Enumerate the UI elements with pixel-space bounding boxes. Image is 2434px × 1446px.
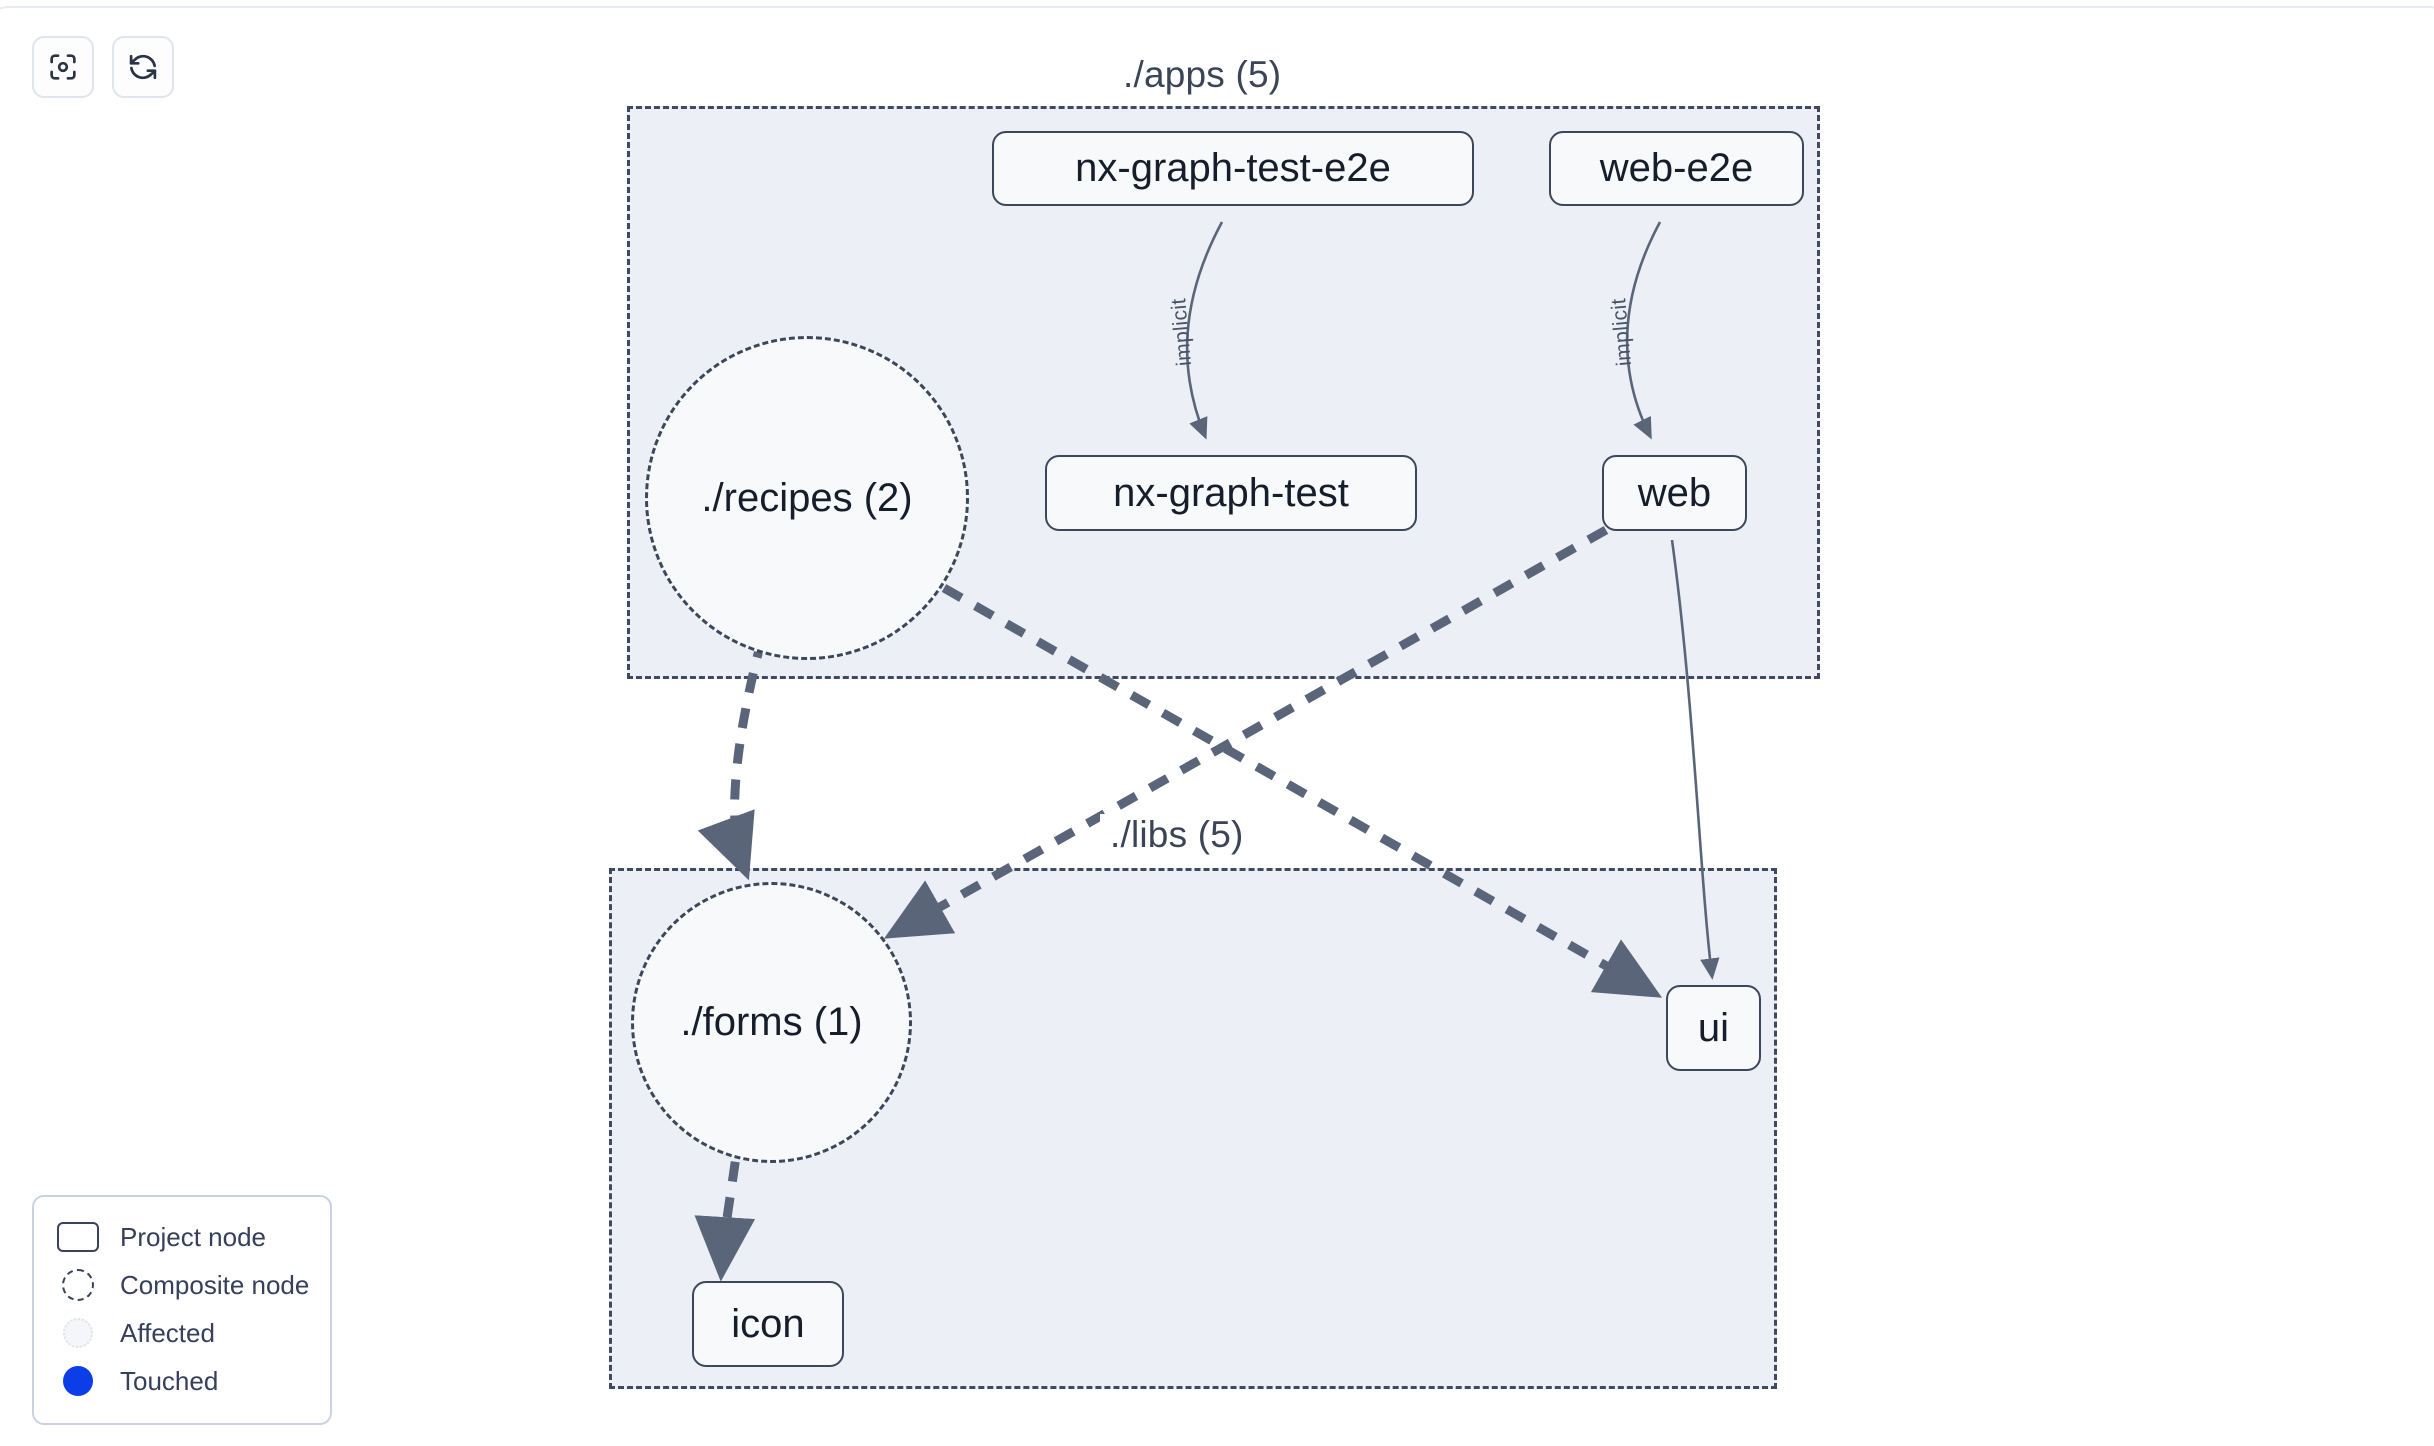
refresh-graph-button[interactable] <box>112 36 174 98</box>
group-label-apps: ./apps (5) <box>1113 54 1292 96</box>
edge-recipes-to-forms <box>697 636 767 881</box>
legend-label-project-node: Project node <box>120 1221 266 1252</box>
project-node-icon[interactable]: icon <box>692 1281 844 1367</box>
focus-target-icon <box>46 50 80 84</box>
edge-forms-to-icon <box>694 1125 756 1282</box>
legend-item-touched: Touched <box>56 1357 308 1405</box>
graph-toolbar <box>32 36 174 98</box>
composite-node-recipes[interactable]: ./recipes (2) <box>645 336 969 660</box>
project-node-ui[interactable]: ui <box>1666 985 1761 1071</box>
touched-swatch-icon <box>56 1364 100 1398</box>
composite-node-forms[interactable]: ./forms (1) <box>631 882 912 1163</box>
refresh-icon <box>126 50 160 84</box>
legend-label-affected: Affected <box>120 1317 215 1348</box>
group-label-libs: ./libs (5) <box>1100 814 1254 856</box>
edge-web-to-ui <box>1670 539 1720 980</box>
edge-web-e2e-to-web <box>1625 221 1662 440</box>
project-node-swatch-icon <box>56 1220 100 1254</box>
edge-recipes-to-ui <box>941 584 1663 998</box>
legend-item-project-node: Project node <box>56 1213 308 1261</box>
project-node-nx-graph-test[interactable]: nx-graph-test <box>1045 455 1417 531</box>
edge-nx-graph-test-e2e-to-nx-graph-test <box>1185 221 1224 440</box>
project-node-nx-graph-test-e2e[interactable]: nx-graph-test-e2e <box>992 131 1474 206</box>
legend-item-affected: Affected <box>56 1309 308 1357</box>
composite-node-swatch-icon <box>56 1268 100 1302</box>
focus-graph-button[interactable] <box>32 36 94 98</box>
project-node-web-e2e[interactable]: web-e2e <box>1549 131 1804 206</box>
legend-label-touched: Touched <box>120 1365 219 1396</box>
affected-swatch-icon <box>56 1316 100 1350</box>
edge-web-to-forms <box>883 526 1609 939</box>
graph-legend: Project node Composite node Affected Tou… <box>32 1195 332 1425</box>
project-node-web[interactable]: web <box>1602 455 1747 531</box>
legend-label-composite-node: Composite node <box>120 1269 310 1300</box>
legend-item-composite-node: Composite node <box>56 1261 310 1309</box>
